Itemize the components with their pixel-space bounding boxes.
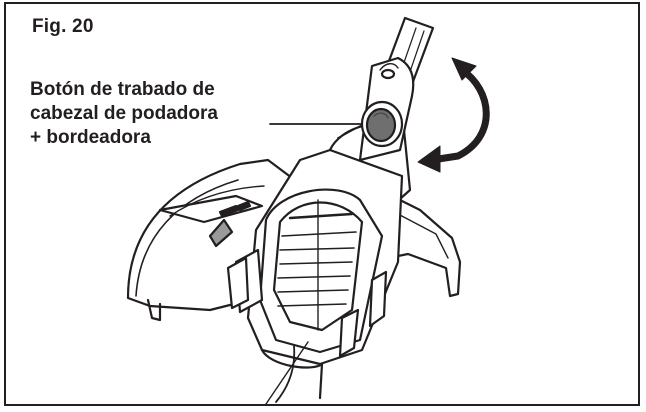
figure-label: Fig. 20 (32, 16, 94, 37)
lock-button-callout: Botón de trabado de cabezal de podadora … (30, 78, 270, 150)
motor-housing (226, 148, 404, 405)
callout-line-2: cabezal de podadora (30, 103, 218, 124)
lock-button (360, 100, 404, 148)
callout-line-3: + bordeadora (30, 127, 151, 148)
callout-line-1: Botón de trabado de (30, 79, 215, 100)
curved-double-arrow-icon (417, 57, 490, 173)
